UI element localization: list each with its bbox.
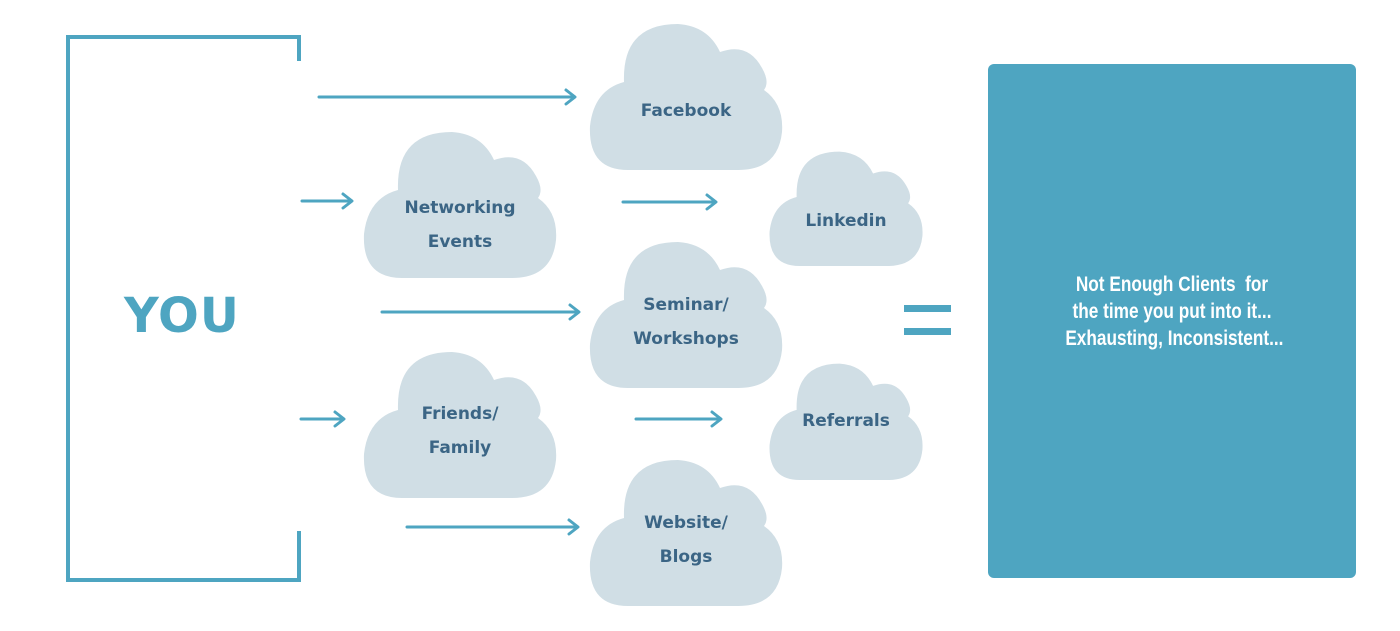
bracket-right-top [297,35,301,61]
equals-bar-bottom [904,328,951,335]
cloud-icon [769,363,923,480]
bracket-right-bottom [297,531,301,582]
bracket-bottom [66,578,301,582]
cloud-seminar-workshops: Seminar/Workshops [588,240,784,388]
result-line: Not Enough Clients for [1075,273,1269,296]
cloud-label: Website/Blogs [644,513,728,567]
cloud-label: Friends/Family [421,404,499,458]
you-label: YOU [124,288,240,344]
cloud-website-blogs: Website/Blogs [588,458,784,606]
cloud-icon [363,352,557,498]
cloud-label: Referrals [802,411,890,431]
cloud-icon [363,132,557,278]
bracket-left [66,35,70,582]
equals-bar-top [904,305,951,312]
cloud-label: Linkedin [805,211,887,231]
cloud-label: Seminar/Workshops [633,295,739,349]
cloud-icon [769,151,923,266]
arrow-to-networking-events [300,192,354,210]
arrow-to-facebook [317,88,577,106]
arrow-to-website-blogs [405,518,580,536]
result-text: Not Enough Clients for the time you put … [1021,271,1323,352]
arrow-to-referrals [634,410,723,428]
cloud-icon [589,460,783,606]
cloud-facebook: Facebook [588,22,784,170]
bracket-top [66,35,301,39]
cloud-label: Facebook [640,101,732,121]
result-box: Not Enough Clients for the time you put … [988,64,1356,578]
result-line: Exhausting, Inconsistent... [1060,327,1284,350]
arrow-to-friends-family [299,410,346,428]
arrow-to-linkedin [621,193,718,211]
cloud-icon [589,242,783,388]
result-line: the time you put into it... [1072,300,1272,323]
cloud-linkedin: Linkedin [768,150,924,266]
cloud-icon [589,24,783,170]
cloud-friends-family: Friends/Family [362,350,558,498]
arrow-to-seminar-workshops [380,303,581,321]
cloud-referrals: Referrals [768,362,924,480]
